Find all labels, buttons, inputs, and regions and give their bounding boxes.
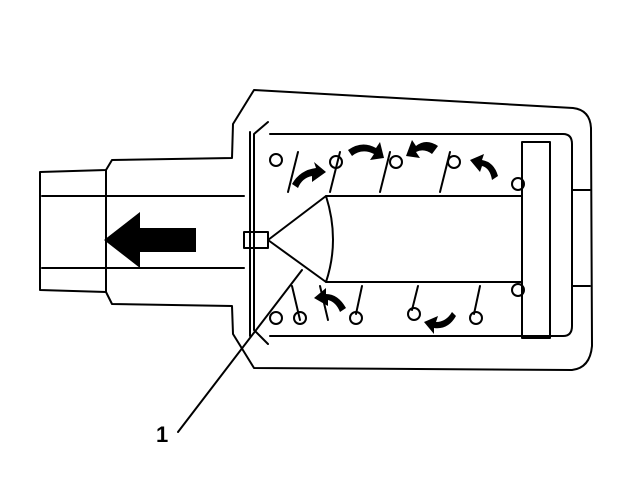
plunger-stem: [325, 195, 523, 283]
end-plate: [521, 141, 551, 339]
swirl-arrows: [292, 140, 498, 334]
swirl-arrow-icon: [348, 142, 384, 160]
valve-body-outline: [39, 89, 593, 371]
swirl-arrow-icon: [406, 140, 438, 158]
spring-coils-top: [269, 151, 525, 193]
callout-leader-1: [177, 269, 303, 433]
housing-cavity: [269, 133, 573, 337]
swirl-arrow-icon: [424, 312, 456, 334]
callout-label-1: 1: [156, 422, 169, 447]
spring-coils-bottom: [269, 283, 525, 325]
flow-arrow-icon: [104, 212, 196, 268]
valve-seat: [243, 231, 269, 249]
swirl-arrow-icon: [314, 288, 346, 312]
swirl-arrow-icon: [292, 162, 326, 188]
swirl-arrow-icon: [470, 154, 498, 180]
valve-cone: [267, 195, 334, 283]
